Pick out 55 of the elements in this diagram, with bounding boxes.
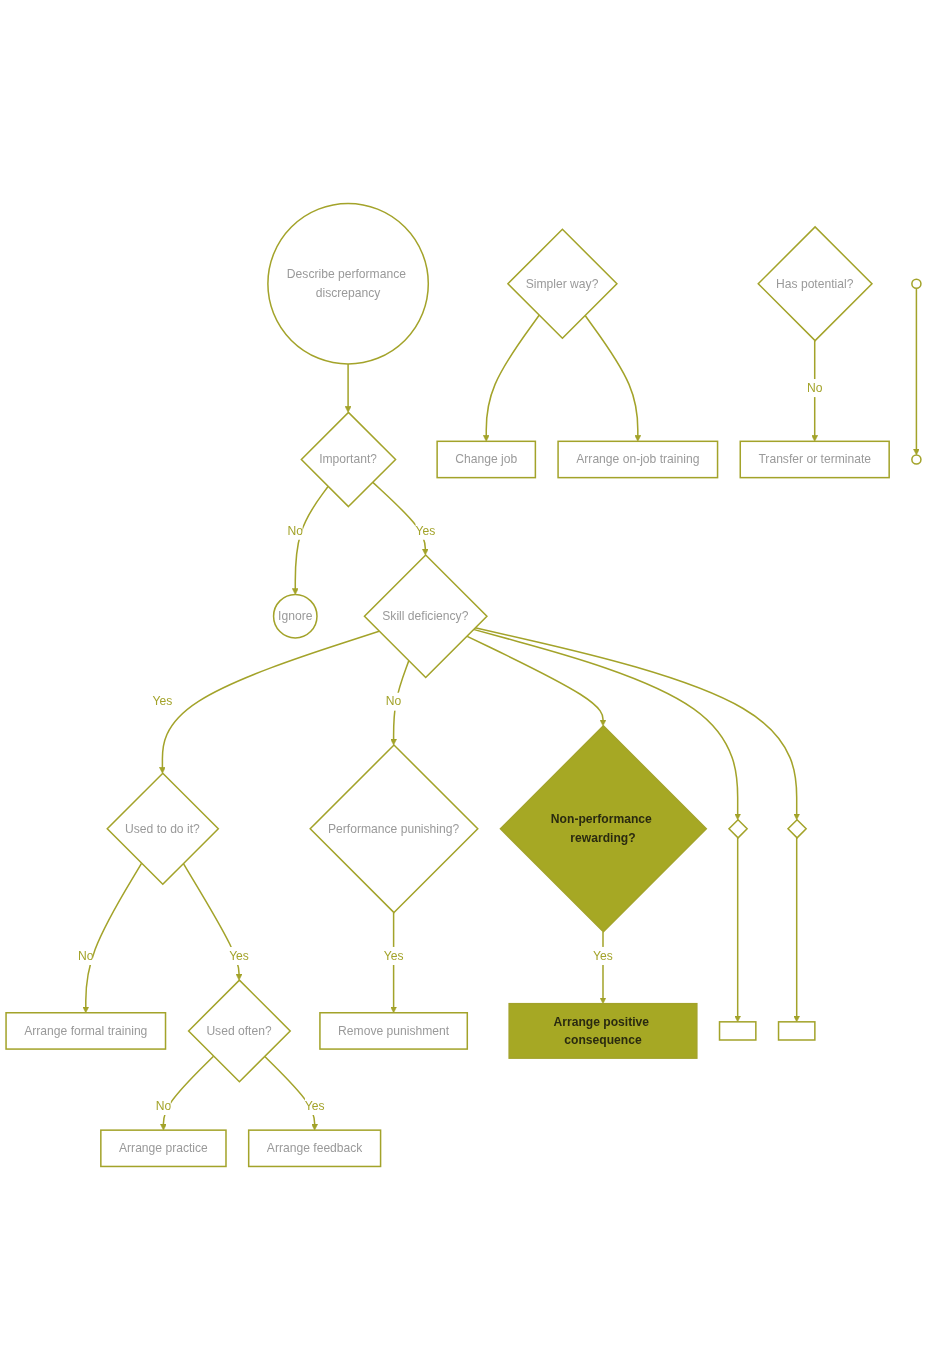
node-box: Arrange practice [100, 1129, 227, 1168]
edge-label: No [78, 949, 94, 962]
node-circle [911, 454, 922, 465]
arrow [291, 485, 329, 595]
edge-label: Yes [229, 949, 249, 962]
arrow [599, 930, 607, 1004]
node-box: Transfer or terminate [739, 440, 890, 479]
arrow [344, 363, 352, 413]
node-circle [911, 278, 922, 290]
arrow [465, 635, 607, 727]
node-diamond: Has potential? [757, 225, 873, 342]
arrow [82, 862, 143, 1014]
edge-label: No [155, 1099, 172, 1112]
arrow [371, 481, 429, 556]
edge-label: No [806, 381, 823, 395]
arrow [474, 626, 801, 820]
arrow [793, 837, 801, 1023]
arrow [263, 1055, 318, 1131]
edge-label: Yes [415, 523, 436, 537]
node-diamond [786, 818, 808, 839]
arrow [913, 287, 920, 456]
node-diamond: Non-performance rewarding? [499, 724, 708, 933]
node-diamond: Used often? [187, 979, 292, 1083]
node-diamond: Important? [300, 411, 397, 508]
node-box: Arrange feedback [247, 1129, 382, 1168]
arrow [390, 911, 397, 1014]
node-diamond: Skill deficiency? [363, 553, 488, 679]
node-box: Change job [436, 440, 537, 479]
node-diamond: Used to do it? [106, 772, 220, 886]
arrow [182, 862, 243, 981]
node-circle: Ignore [272, 593, 318, 639]
node-circle: Describe performance discrepancy [267, 202, 430, 365]
node-box: Remove punishment [319, 1012, 469, 1050]
arrow [390, 660, 410, 746]
node-diamond [727, 818, 749, 839]
arrow [734, 837, 741, 1023]
node-box [777, 1021, 816, 1041]
edge-label: No [287, 523, 304, 537]
edge-label: Yes [152, 694, 173, 708]
arrow [159, 630, 380, 774]
node-box: Arrange positive consequence [508, 1002, 698, 1059]
edge-label: Yes [304, 1099, 325, 1112]
node-box [718, 1021, 757, 1041]
arrow [584, 314, 642, 442]
arrow [811, 339, 819, 442]
arrow [482, 314, 540, 442]
edge-label: Yes [593, 949, 613, 962]
edge-label: No [385, 694, 402, 708]
node-diamond: Simpler way? [506, 228, 618, 340]
node-diamond: Performance punishing? [309, 743, 479, 914]
node-box: Arrange formal training [5, 1012, 167, 1050]
edge-label: Yes [383, 949, 404, 962]
arrow [472, 628, 741, 820]
node-box: Arrange on-job training [557, 440, 719, 479]
arrow [160, 1055, 215, 1131]
